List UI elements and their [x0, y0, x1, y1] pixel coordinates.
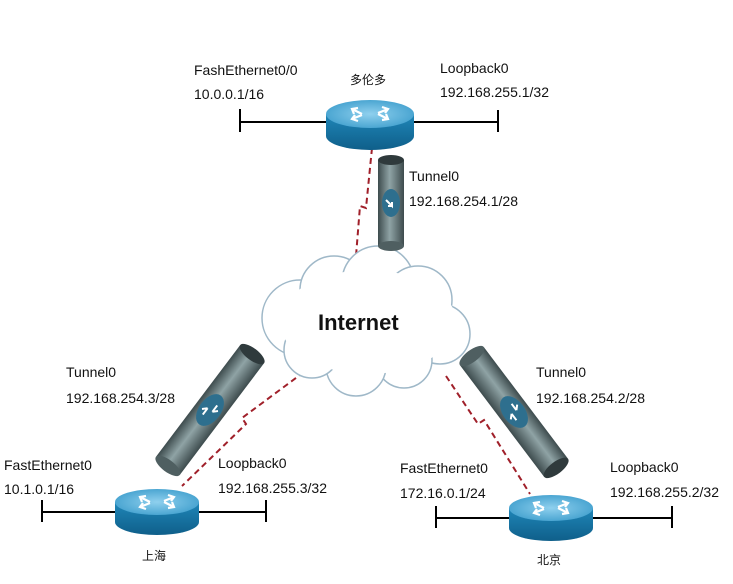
tunnel-link-shanghai-internet [181, 371, 305, 487]
tunnel-shanghai [155, 343, 265, 477]
toronto-interface-lines [239, 109, 499, 132]
toronto-lan-ip: 10.0.0.1/16 [194, 86, 265, 102]
beijing-tunnel-iface: Tunnel0 [536, 364, 587, 380]
shanghai-interface-lines [41, 500, 267, 522]
router-toronto-name: 多伦多 [350, 73, 387, 87]
router-beijing-icon [509, 495, 593, 541]
beijing-loopback-iface: Loopback0 [610, 459, 679, 475]
tunnel-link-toronto-internet [355, 147, 373, 257]
tunnel-badge-icon [196, 394, 224, 426]
toronto-tunnel-ip: 192.168.254.1/28 [409, 193, 518, 209]
shanghai-loopback-iface: Loopback0 [218, 455, 287, 471]
shanghai-lan-iface: FastEthernet0 [4, 457, 92, 473]
toronto-lan-iface: FashEthernet0/0 [194, 62, 298, 78]
router-beijing-name: 北京 [537, 553, 562, 567]
beijing-lan-iface: FastEthernet0 [400, 460, 488, 476]
beijing-loopback-ip: 192.168.255.2/32 [610, 484, 719, 500]
beijing-tunnel-ip: 192.168.254.2/28 [536, 390, 645, 406]
shanghai-tunnel-iface: Tunnel0 [66, 364, 117, 380]
beijing-lan-ip: 172.16.0.1/24 [400, 485, 486, 501]
tunnel-badge-icon [500, 396, 528, 428]
toronto-tunnel-iface: Tunnel0 [409, 168, 460, 184]
internet-label: Internet [318, 310, 399, 335]
tunnel-toronto [378, 155, 404, 251]
shanghai-loopback-ip: 192.168.255.3/32 [218, 480, 327, 496]
router-shanghai-icon [115, 489, 199, 535]
router-toronto-icon [326, 100, 414, 150]
tunnel-beijing [459, 345, 569, 479]
router-shanghai-name: 上海 [142, 549, 167, 563]
beijing-interface-lines [435, 506, 673, 528]
toronto-loopback-iface: Loopback0 [440, 60, 509, 76]
toronto-loopback-ip: 192.168.255.1/32 [440, 84, 549, 100]
tunnel-link-beijing-internet [445, 375, 531, 495]
shanghai-tunnel-ip: 192.168.254.3/28 [66, 390, 175, 406]
shanghai-lan-ip: 10.1.0.1/16 [4, 481, 75, 497]
